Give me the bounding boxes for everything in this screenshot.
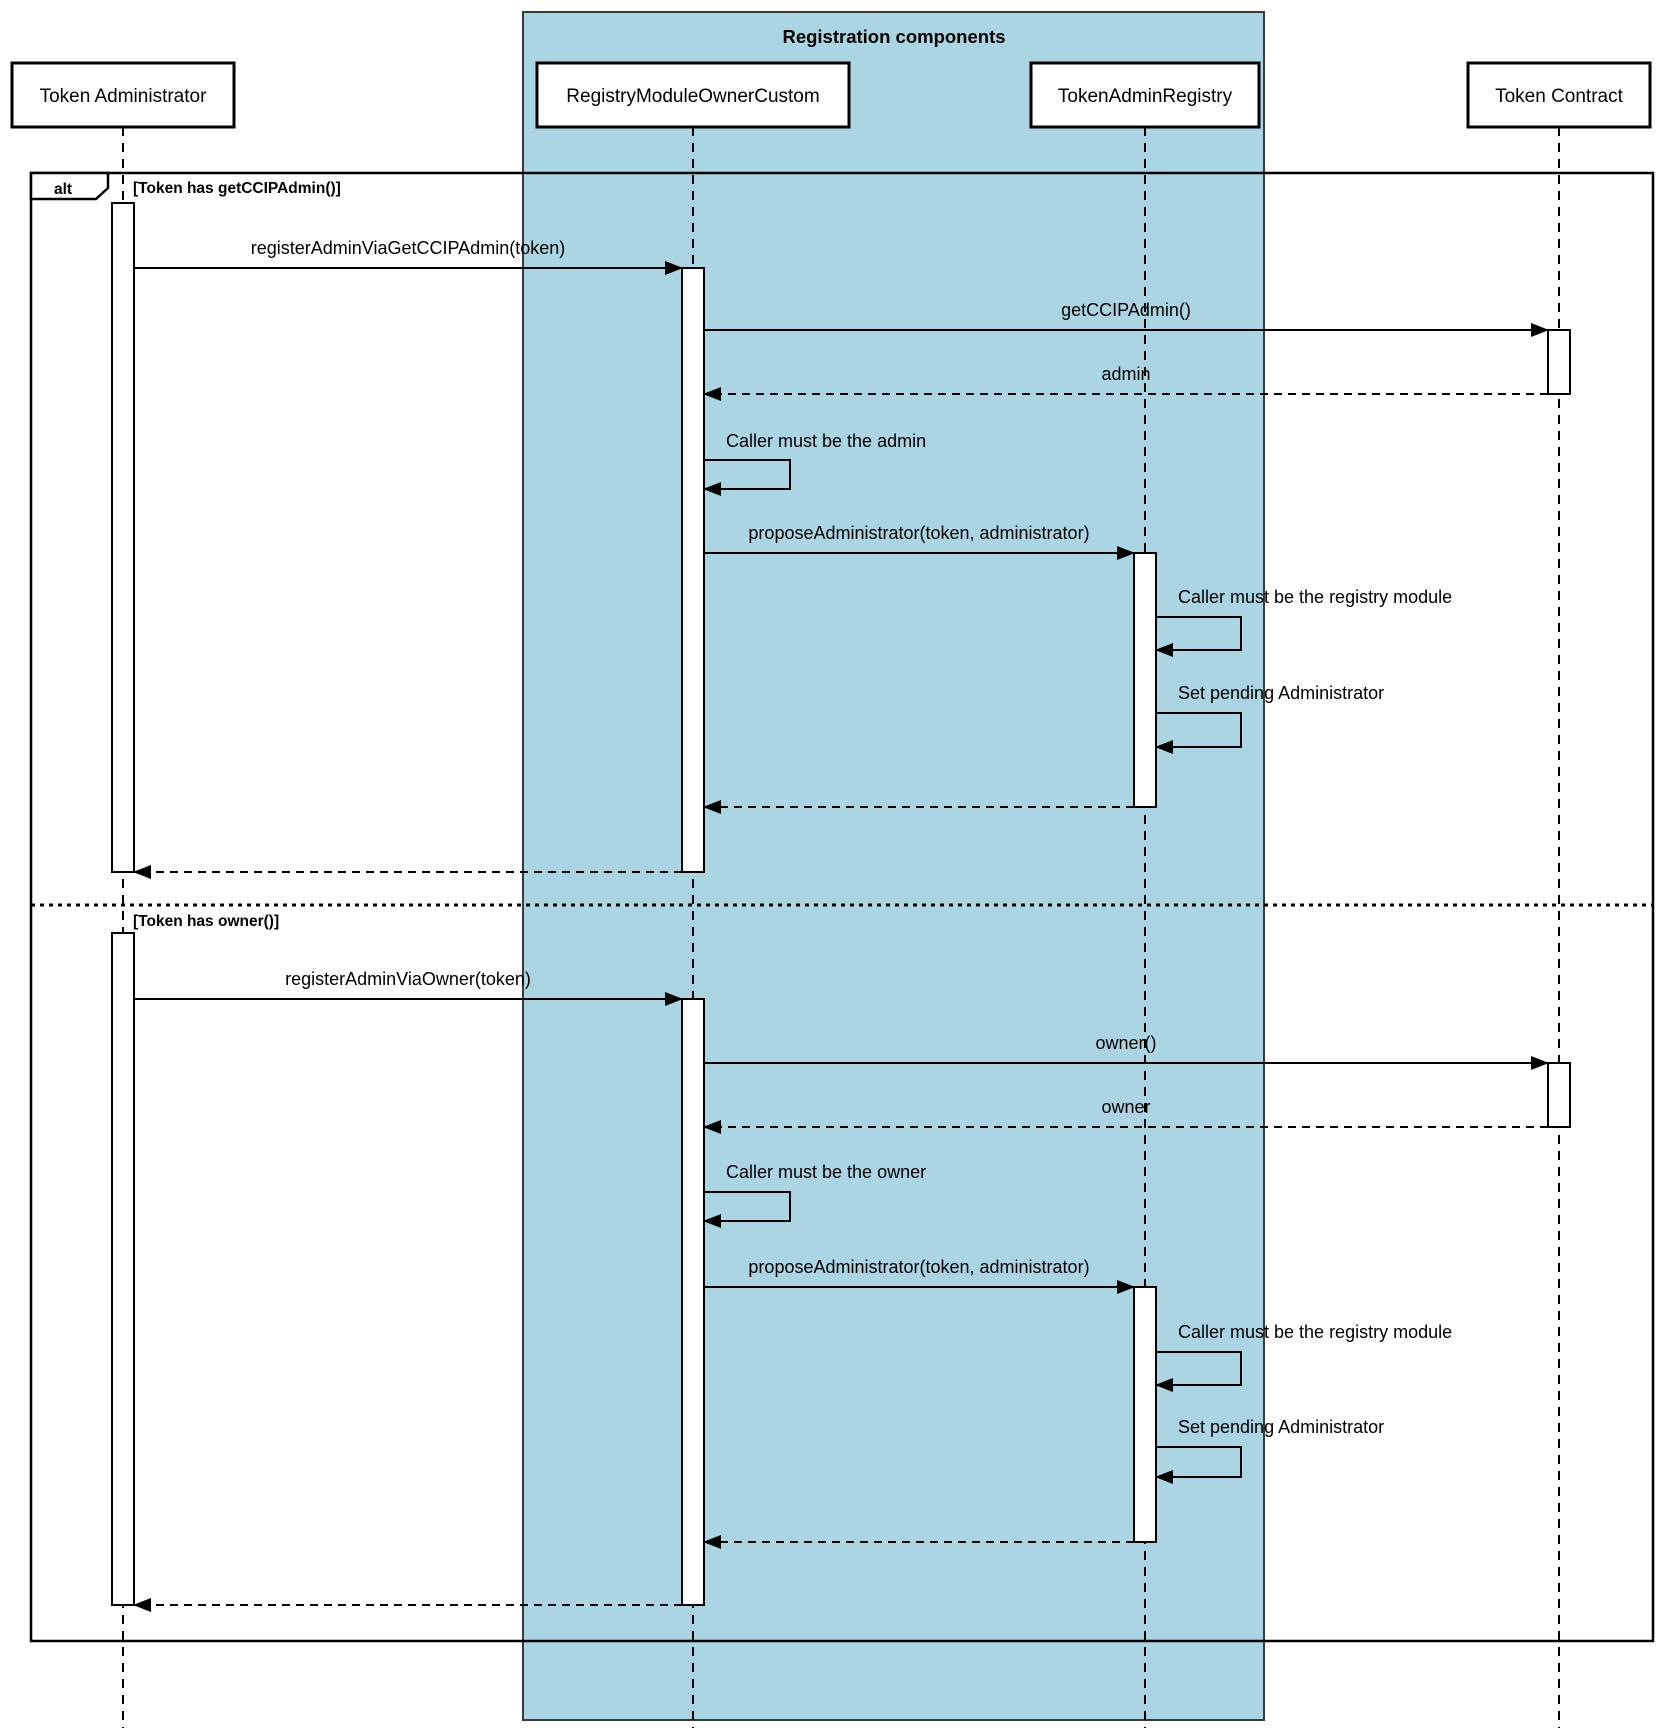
self-message-caller-must-be-registry-module: [1155, 616, 1242, 657]
participant-label: RegistryModuleOwnerCustom: [566, 86, 819, 107]
activation-token-administrator-2: [111, 932, 135, 1606]
message-label: registerAdminViaGetCCIPAdmin(token): [251, 238, 565, 258]
message-label: Caller must be the owner: [726, 1162, 926, 1182]
self-message-set-pending-administrator: [1155, 1446, 1242, 1484]
message-label: Caller must be the registry module: [1178, 587, 1452, 607]
participant-box: [10, 61, 236, 129]
message-label: Caller must be the admin: [726, 431, 926, 451]
activation-token-contract-1: [1547, 329, 1571, 395]
message-label: Caller must be the registry module: [1178, 1322, 1452, 1342]
message-label: getCCIPAdmin(): [1061, 300, 1191, 320]
participant-box: [1029, 61, 1261, 129]
message-label: proposeAdministrator(token, administrato…: [748, 523, 1089, 543]
participant-registry-module-owner-custom: RegistryModuleOwnerCustom: [535, 61, 851, 129]
participant-token-contract: Token Contract: [1466, 61, 1652, 129]
alt-operator-pentagon: [29, 171, 110, 201]
branch-owner: registerAdminViaOwner(token) owner() own…: [133, 969, 1549, 1612]
self-message-caller-must-be-owner: [703, 1191, 791, 1228]
participant-label: Token Administrator: [40, 86, 208, 107]
message-label: owner: [1101, 1097, 1150, 1117]
activation-token-admin-registry-1: [1133, 552, 1157, 808]
participant-box: [1466, 61, 1652, 129]
activation-token-administrator-1: [111, 202, 135, 873]
guard-token-has-owner: [Token has owner()]: [133, 913, 279, 930]
branch-getccipadmin: registerAdminViaGetCCIPAdmin(token) getC…: [133, 238, 1549, 879]
alt-frame: [29, 171, 1655, 1643]
participant-label: Token Contract: [1495, 86, 1624, 107]
guard-token-has-getccipadmin: [Token has getCCIPAdmin()]: [133, 180, 341, 197]
self-message-set-pending-administrator: [1155, 712, 1242, 754]
registration-components-title: Registration components: [782, 26, 1005, 47]
participant-token-admin-registry: TokenAdminRegistry: [1029, 61, 1261, 129]
message-label: owner(): [1095, 1033, 1156, 1053]
message-label: Set pending Administrator: [1178, 1417, 1384, 1437]
activation-token-contract-2: [1547, 1062, 1571, 1128]
message-label: registerAdminViaOwner(token): [285, 969, 531, 989]
message-label: proposeAdministrator(token, administrato…: [748, 1257, 1089, 1277]
message-label: Set pending Administrator: [1178, 683, 1384, 703]
activation-token-admin-registry-2: [1133, 1286, 1157, 1543]
activation-registry-module-1: [681, 267, 705, 873]
self-message-caller-must-be-registry-module: [1155, 1351, 1242, 1392]
alt-operator-label: alt: [54, 181, 72, 198]
participant-token-administrator: Token Administrator: [10, 61, 236, 129]
self-message-caller-must-be-admin: [703, 459, 791, 496]
activation-registry-module-2: [681, 998, 705, 1606]
participant-box: [535, 61, 851, 129]
participant-label: TokenAdminRegistry: [1058, 86, 1233, 107]
message-label: admin: [1101, 364, 1150, 384]
